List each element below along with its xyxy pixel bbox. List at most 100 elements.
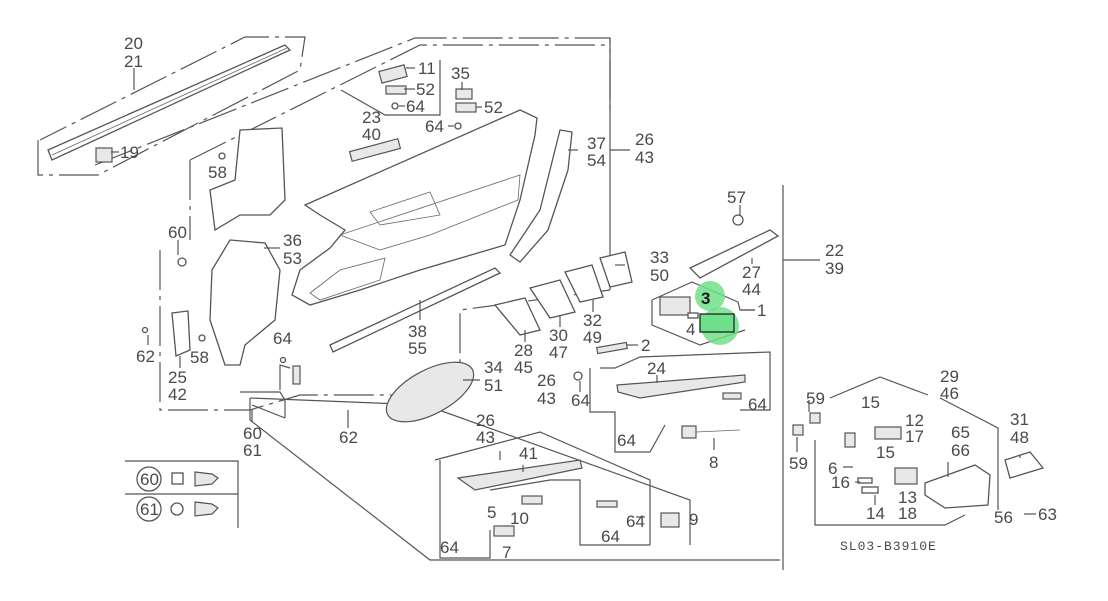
callout-57: 57 [727, 188, 746, 207]
callout-13: 13 [898, 488, 917, 507]
callout-52b: 52 [484, 98, 503, 117]
callout-43-top: 43 [635, 148, 654, 167]
callout-17: 17 [905, 427, 924, 446]
panel-28-45-part [493, 297, 541, 336]
callout-10: 10 [510, 509, 529, 528]
callout-43-low: 43 [476, 428, 495, 447]
callout-15a: 15 [861, 393, 880, 412]
leader-lines [111, 67, 1036, 518]
callout-3: 3 [701, 289, 710, 308]
pocket-part [209, 127, 286, 232]
callout-1: 1 [757, 301, 766, 320]
callout-19: 19 [120, 143, 139, 162]
callout-53: 53 [283, 249, 302, 268]
screw-64c-part [279, 356, 287, 364]
part-35 [455, 88, 473, 100]
pin-16-part [857, 477, 873, 484]
callout-4: 4 [686, 320, 695, 339]
trim-37-54-part [509, 129, 573, 263]
legend-num-60: 60 [140, 470, 159, 489]
callout-44: 44 [742, 280, 761, 299]
bulb-4-part [687, 312, 699, 319]
callout-52a: 52 [416, 80, 435, 99]
clip-58b-part [198, 334, 206, 342]
callout-14: 14 [866, 504, 885, 523]
highlight-part-3[interactable] [695, 281, 739, 345]
callout-16: 16 [831, 473, 850, 492]
cover-36-53-part [209, 239, 281, 366]
switch-5-part [521, 495, 543, 505]
screw-57-part [732, 214, 744, 226]
screw-62a-part [141, 326, 149, 334]
callout-58a: 58 [208, 163, 227, 182]
callout-25: 25 [168, 368, 187, 387]
callout-30: 30 [549, 326, 568, 345]
callout-24: 24 [647, 359, 666, 378]
clip-64e-part [722, 392, 742, 400]
bracket-part [292, 365, 301, 385]
callout-60: 60 [168, 223, 187, 242]
screw-64d-part [573, 371, 583, 381]
callout-59b: 59 [789, 454, 808, 473]
callout-63: 63 [1038, 505, 1057, 524]
callout-20: 20 [124, 34, 143, 53]
callout-26-low: 26 [476, 411, 495, 430]
run-channel-part [47, 44, 292, 161]
callout-26-mid: 26 [537, 371, 556, 390]
callout-64f: 64 [617, 431, 636, 450]
callout-55: 55 [408, 339, 427, 358]
grommet-59a-part [809, 412, 821, 424]
callout-62b: 62 [339, 428, 358, 447]
strip-38-55-part [329, 267, 502, 353]
spring-14-part [861, 486, 879, 494]
callout-64i: 64 [440, 538, 459, 557]
callout-42: 42 [168, 385, 187, 404]
inner-handle-part [924, 464, 991, 509]
clip-19-part [95, 147, 113, 163]
door-lining-panel [291, 109, 538, 306]
callout-65: 65 [951, 423, 970, 442]
callout-64b: 64 [425, 117, 444, 136]
callout-36: 36 [283, 231, 302, 250]
clip-58a-part [218, 152, 226, 160]
part-31-48 [1004, 451, 1045, 479]
callout-23: 23 [362, 108, 381, 127]
callout-27: 27 [742, 263, 761, 282]
callout-32: 32 [583, 311, 602, 330]
callout-43-mid: 43 [537, 389, 556, 408]
callout-58b: 58 [190, 348, 209, 367]
callout-66: 66 [951, 441, 970, 460]
switch-11-part [378, 64, 408, 84]
callout-labels: 20 21 19 11 52 64 35 52 64 23 40 26 43 3… [120, 34, 1057, 562]
callout-64d: 64 [571, 391, 590, 410]
callout-49: 49 [583, 328, 602, 347]
callout-11: 11 [418, 59, 436, 78]
callout-64c: 64 [273, 329, 292, 348]
callout-21: 21 [124, 52, 143, 71]
panel-32-49-part [564, 264, 604, 303]
callout-9: 9 [689, 510, 698, 529]
part-13-18 [894, 467, 918, 485]
callout-28: 28 [514, 341, 533, 360]
callout-64g: 64 [626, 512, 645, 531]
part-3-lens [699, 313, 735, 333]
callout-7: 7 [502, 543, 511, 562]
callout-33: 33 [650, 248, 669, 267]
clip-52a-part [385, 85, 407, 95]
panel-33-50-part [599, 251, 633, 288]
legend-circle-61 [136, 496, 162, 522]
clip-60-side-icon [194, 471, 219, 487]
armrest-27-44-part [688, 229, 780, 279]
callout-59a: 59 [806, 389, 825, 408]
callout-41: 41 [519, 444, 538, 463]
callout-64h: 64 [601, 527, 620, 546]
connector-6-part [844, 432, 856, 448]
motor-8-part [681, 425, 697, 439]
screw-64a-part [391, 102, 399, 110]
callout-54: 54 [587, 151, 606, 170]
callout-56: 56 [994, 508, 1013, 527]
part-12-17 [874, 426, 902, 440]
grommet-59b-part [792, 424, 804, 436]
panel-41-part [456, 459, 583, 491]
round-clip-icon [170, 502, 184, 516]
